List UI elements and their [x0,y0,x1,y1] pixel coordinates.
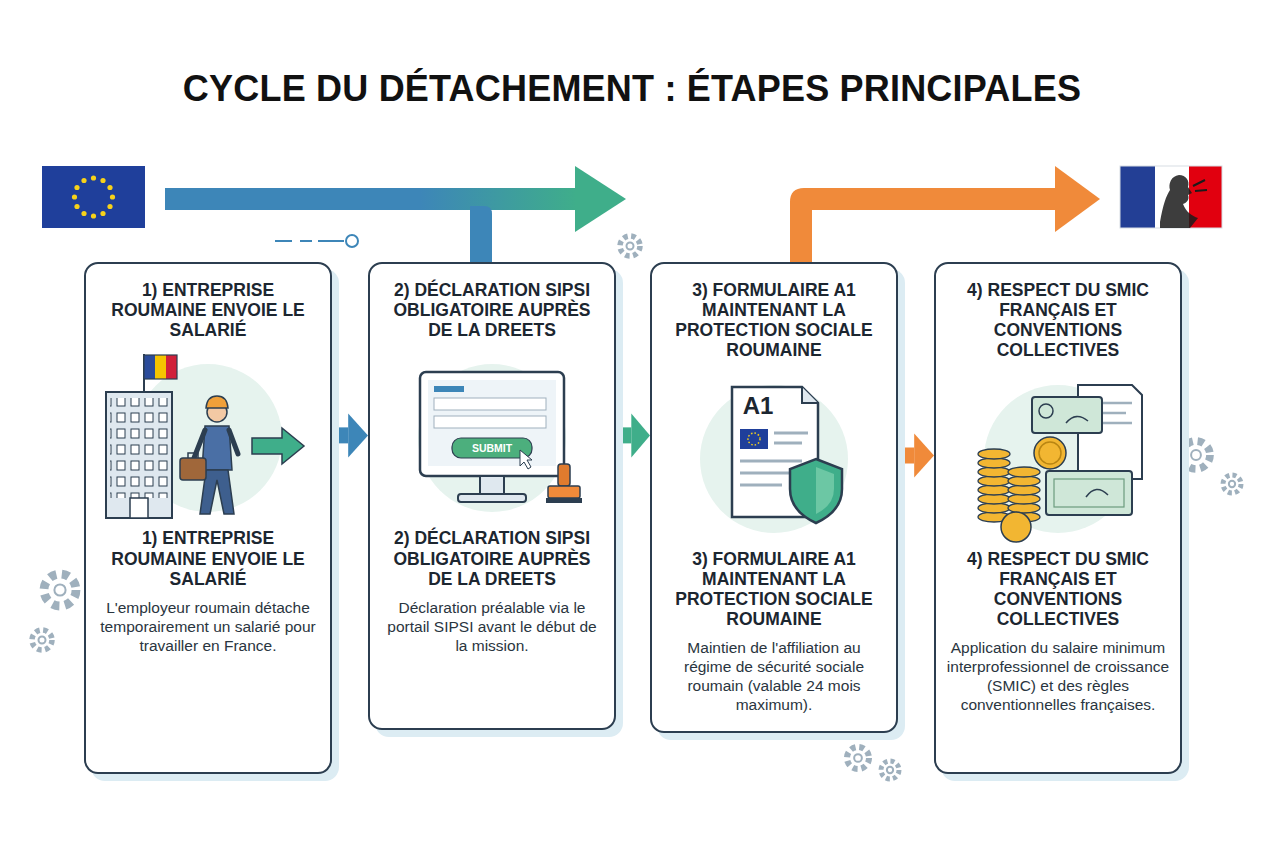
step-description: L'employeur roumain détache temporaireme… [96,599,320,656]
deco-lines [275,235,358,247]
computer-illustration [370,346,614,524]
diagram-title: CYCLE DU DÉTACHEMENT : ÉTAPES PRINCIPALE… [0,68,1264,110]
step-heading: 4) RESPECT DU SMIC FRANÇAIS ET CONVENTIO… [946,280,1170,361]
step-heading: 3) FORMULAIRE A1 MAINTENANT LA PROTECTIO… [662,280,886,361]
flow-band [165,166,1100,262]
step-description: Maintien de l'affiliation au régime de s… [662,639,886,715]
step-card: 3) FORMULAIRE A1 MAINTENANT LA PROTECTIO… [650,262,898,733]
step-heading: 3) FORMULAIRE A1 MAINTENANT LA PROTECTIO… [662,549,886,630]
flow-arrow [332,413,368,457]
eu-flag [42,166,145,228]
illustration-slot: SUBMIT [370,346,614,524]
form-code: A1 [738,391,778,421]
step-heading: 2) DÉCLARATION SIPSI OBLIGATOIRE AUPRÈS … [380,280,604,340]
money-illustration [936,367,1180,545]
step-description: Déclaration préalable via le portail SIP… [380,599,604,656]
illustration-slot [86,346,330,524]
step-heading: 4) RESPECT DU SMIC FRANÇAIS ET CONVENTIO… [946,549,1170,630]
step-card: 1) ENTREPRISE ROUMAINE ENVOIE LE SALARIÉ… [84,262,332,774]
step-heading: 1) ENTREPRISE ROUMAINE ENVOIE LE SALARIÉ [96,280,320,340]
step-heading: 1) ENTREPRISE ROUMAINE ENVOIE LE SALARIÉ [96,528,320,588]
step-heading: 2) DÉCLARATION SIPSI OBLIGATOIRE AUPRÈS … [380,528,604,588]
step-description: Application du salaire minimum interprof… [946,639,1170,715]
flow-arrow [898,434,934,478]
illustration-slot [936,367,1180,545]
worker-illustration [86,346,330,524]
a1-form-illustration [652,367,896,545]
step-card: 2) DÉCLARATION SIPSI OBLIGATOIRE AUPRÈS … [368,262,616,730]
illustration-slot: A1 [652,367,896,545]
step-card: 4) RESPECT DU SMIC FRANÇAIS ET CONVENTIO… [934,262,1182,774]
flow-arrow [616,413,650,457]
france-flag [1120,166,1222,228]
button-label: SUBMIT [452,438,532,458]
gear [32,236,1241,779]
